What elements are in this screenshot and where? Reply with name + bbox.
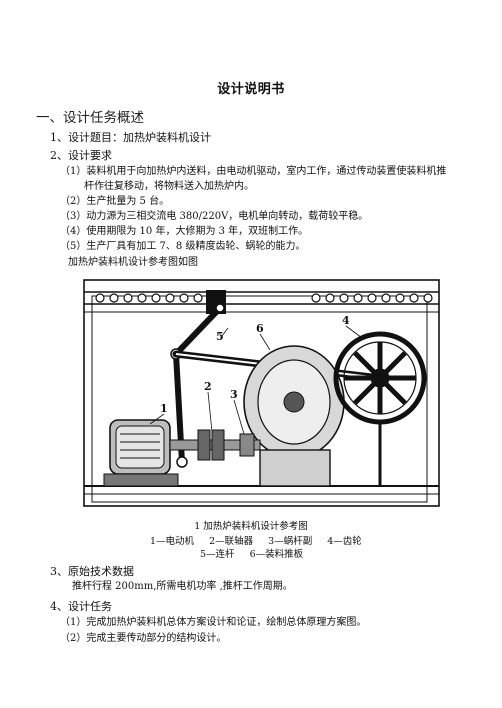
label-1: 1: [160, 402, 168, 415]
task-2: （2）完成主要传动部分的结构设计。: [60, 633, 227, 644]
requirement-2: （2）生产批量为 5 台。: [60, 196, 170, 207]
loader-mechanism-drawing: 5 6 4 2 3 1: [83, 279, 440, 507]
label-6: 6: [256, 322, 264, 335]
requirement-1b: 杆作往复移动，将物料送入加热炉内。: [84, 181, 254, 192]
task-1: （1）完成加热炉装料机总体方案设计和论证，绘制总体原理方案图。: [60, 617, 367, 628]
gear-wheel: [333, 331, 427, 486]
section-3-heading: 3、原始技术数据: [50, 565, 134, 578]
coupling: [169, 429, 261, 461]
worm-gear-housing: [243, 345, 345, 487]
legend-item-worm: 3—蜗杆副: [268, 536, 313, 547]
requirement-4: （4）使用期限为 10 年，大修期为 3 年，双班制工作。: [60, 226, 309, 237]
label-4: 4: [342, 314, 350, 327]
design-topic: 1、设计题目：加热炉装料机设计: [50, 131, 211, 144]
inner-frame: [91, 295, 428, 503]
electric-motor: [103, 419, 179, 487]
legend-item-push-plate: 6—装料推板: [249, 549, 304, 560]
design-requirements-heading: 2、设计要求: [50, 149, 112, 162]
label-3: 3: [230, 388, 238, 401]
label-2: 2: [204, 380, 212, 393]
figure-intro: 加热炉装料机设计参考图如图: [68, 257, 198, 268]
figure-caption: 1 加热炉装料机设计参考图: [194, 521, 308, 532]
requirement-1a: （1）装料机用于向加热炉内送料，由电动机驱动，室内工作，通过传动装置使装料机推: [60, 166, 447, 177]
technical-data-line: 推杆行程 200mm,所需电机功率 ,推杆工作周期。: [72, 581, 293, 592]
rail-rollers: [95, 293, 433, 303]
requirement-3: （3）动力源为三相交流电 380/220V，电机单向转动，载荷较平稳。: [60, 211, 369, 222]
section-1-heading: 一、设计任务概述: [36, 110, 144, 126]
doc-title: 设计说明书: [217, 82, 285, 97]
legend-row-2: 5—连杆 6—装料推板: [200, 546, 303, 560]
legend-item-motor: 1—电动机: [150, 536, 195, 547]
legend-row-1: 1—电动机 2—联轴器 3—蜗杆副 4—齿轮: [150, 533, 362, 547]
legend-item-coupling: 2—联轴器: [209, 536, 254, 547]
legend-item-gear: 4—齿轮: [327, 536, 362, 547]
legend-item-link: 5—连杆: [200, 549, 235, 560]
frame-outline: [83, 279, 440, 507]
label-5: 5: [216, 330, 224, 343]
section-4-heading: 4、设计任务: [50, 600, 112, 613]
requirement-5: （5）生产厂具有加工 7、8 级精度齿轮、蜗轮的能力。: [60, 241, 306, 252]
